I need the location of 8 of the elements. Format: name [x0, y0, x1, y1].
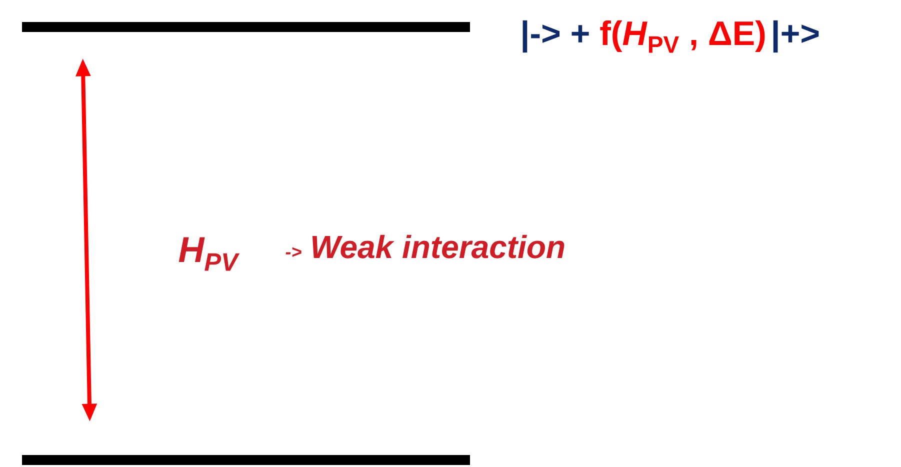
- energy-level-bar: [22, 455, 470, 465]
- description-text: Weak interaction: [312, 234, 564, 258]
- arrow-text: ->: [286, 247, 302, 257]
- energy-level-bar: [22, 22, 470, 32]
- state-label: |+>: [773, 20, 819, 53]
- operator-label: H$_{PV}$: [178, 237, 240, 271]
- function-label: f(H$_{PV}$ , ΔE): [600, 20, 765, 53]
- state-label: |-> +: [522, 20, 589, 53]
